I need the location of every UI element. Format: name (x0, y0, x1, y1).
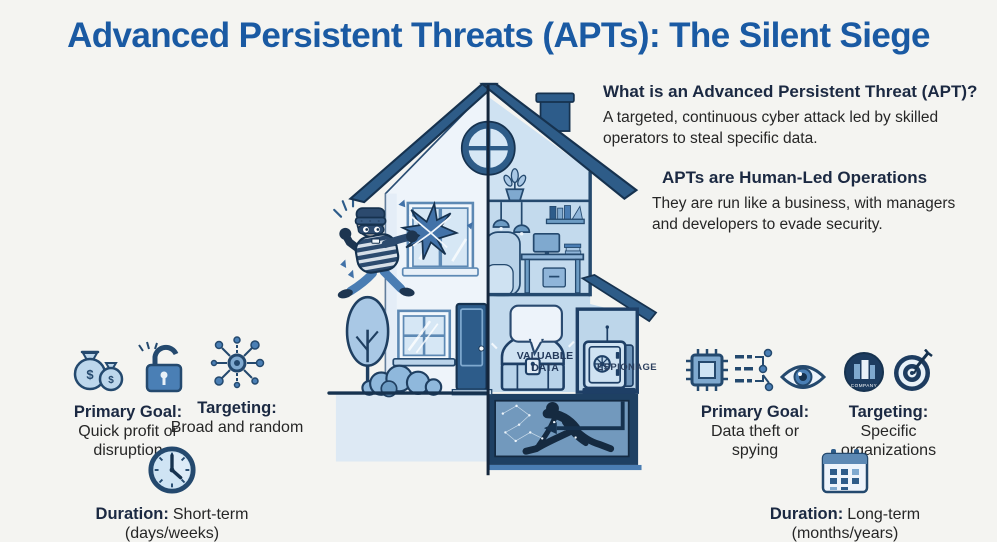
circuit-icon (735, 347, 775, 398)
common-targeting-block: Targeting: Broad and random (157, 336, 317, 437)
tree (345, 295, 390, 393)
safe (582, 340, 636, 395)
apt-duration-value: Long-term (847, 506, 921, 523)
info-body: They are run like a business, with manag… (652, 195, 956, 233)
calendar-icon (821, 449, 869, 500)
svg-text:$: $ (108, 375, 114, 386)
valuable-data-bubble (509, 304, 563, 357)
desk-with-computer (520, 232, 585, 294)
second-floor-line (487, 292, 591, 297)
network-targeting-icon (209, 333, 265, 394)
common-targeting-value: Broad and random (170, 419, 304, 436)
common-duration-detail: (days/weeks) (124, 525, 220, 542)
ground-line (327, 391, 489, 395)
company-badge-icon: COMPANY (843, 351, 885, 398)
apt-duration-detail: (months/years) (791, 525, 899, 542)
svg-text:COMPANY: COMPANY (851, 383, 877, 388)
info-block-human-led: APTs are Human-Led Operations They are r… (652, 168, 987, 235)
unlocked-padlock-icon (137, 341, 187, 398)
attic-floor-line (487, 199, 591, 203)
eye-icon (779, 361, 827, 398)
espionage-room (575, 273, 658, 395)
house-divider-line (486, 84, 490, 476)
common-duration-value: Short-term (172, 506, 249, 523)
ground-floor-window (392, 309, 456, 367)
chip-icon (684, 347, 730, 398)
info-heading: What is an Advanced Persistent Threat (A… (603, 82, 978, 101)
espionage-label: ESPIONAGE (596, 362, 658, 373)
upper-right-wall (588, 171, 592, 297)
broken-window (398, 199, 479, 277)
info-body: A targeted, continuous cyber attack led … (603, 109, 939, 147)
clock-icon (146, 445, 198, 500)
house-foundation (335, 394, 488, 462)
burglar-figure (333, 196, 419, 299)
common-duration-block: Duration:Short-term (days/weeks) (92, 446, 252, 542)
roof-right (479, 82, 639, 201)
infiltration-arrow (543, 401, 625, 435)
bed (484, 231, 521, 297)
apt-duration-label: Duration: (769, 505, 844, 523)
valuable-data-label: VALUABLE DATA (516, 350, 574, 374)
info-block-what-is-apt: What is an Advanced Persistent Threat (A… (603, 82, 983, 149)
house-illustration (280, 78, 700, 542)
apt-primary-goal-block: Primary Goal: Data theft or spying (672, 346, 838, 460)
bullseye-target-icon (890, 348, 934, 398)
apt-targeting-block: COMPANY Targeting: Specific organization (806, 346, 971, 460)
apt-targeting-label: Targeting: (848, 403, 929, 421)
info-heading: APTs are Human-Led Operations (662, 168, 928, 187)
svg-text:$: $ (86, 367, 94, 382)
apt-duration-block: Duration:Long-term (months/years) (765, 449, 925, 542)
common-primary-goal-value: Quick profit or disruption (78, 423, 178, 459)
basement (487, 393, 642, 471)
page-title: Advanced Persistent Threats (APTs): The … (67, 16, 930, 55)
apt-primary-goal-label: Primary Goal: (700, 403, 810, 421)
common-targeting-label: Targeting: (197, 399, 277, 417)
common-primary-goal-label: Primary Goal: (73, 403, 183, 421)
money-bags-icon: $ $ (70, 341, 132, 398)
common-duration-label: Duration: (95, 505, 169, 523)
apt-primary-goal-value: Data theft or spying (710, 423, 800, 459)
pendant-lamps (492, 202, 531, 236)
common-primary-goal-block: $ $ Primary Goal: Quick profit (48, 341, 208, 460)
front-door (451, 302, 493, 396)
bookshelf (545, 205, 585, 225)
